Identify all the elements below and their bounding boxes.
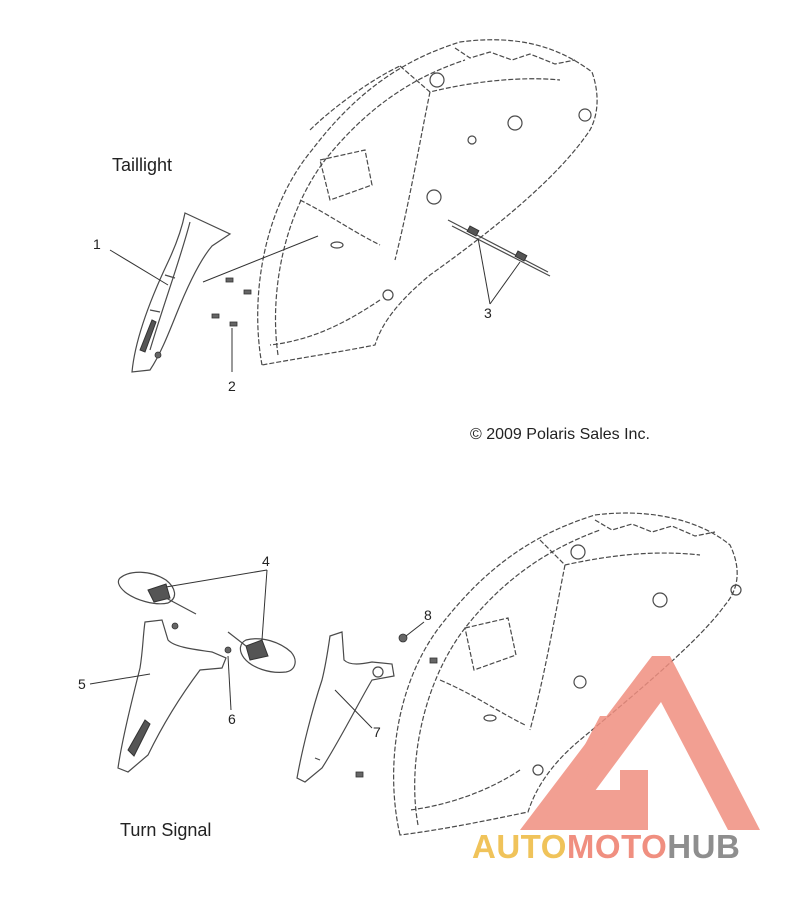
- mounting-bolts: [355, 633, 438, 778]
- callout-2: 2: [228, 378, 236, 394]
- leader-lines-bottom: [89, 569, 425, 729]
- taillight-nuts: [211, 277, 252, 327]
- taillight-lens: [131, 212, 232, 373]
- leader-lines-top: [109, 235, 521, 372]
- turn-signal-section-title: Turn Signal: [120, 820, 212, 840]
- harness-connectors: [447, 219, 551, 277]
- copyright-notice: © 2009 Polaris Sales Inc.: [470, 426, 650, 443]
- callout-6: 6: [228, 711, 236, 727]
- watermark-hub: HUB: [667, 828, 741, 865]
- callout-8: 8: [424, 607, 432, 623]
- watermark-text: AUTOMOTOHUB: [472, 828, 740, 866]
- automotohub-logo: [520, 656, 760, 830]
- watermark-moto: MOTO: [566, 828, 668, 865]
- callout-3: 3: [484, 305, 492, 321]
- callout-7: 7: [373, 724, 381, 740]
- bracket-nut: [224, 646, 232, 654]
- turn-signal-lamps: [117, 571, 296, 673]
- left-signal-bracket: [117, 619, 227, 773]
- callout-1: 1: [93, 236, 101, 252]
- callout-5: 5: [78, 676, 86, 692]
- rear-fender-top: [257, 39, 598, 366]
- taillight-section-title: Taillight: [112, 155, 173, 175]
- callout-4: 4: [262, 553, 270, 569]
- right-signal-bracket: [296, 631, 395, 783]
- rear-fender-bottom: [393, 512, 742, 836]
- watermark-auto: AUTO: [472, 828, 567, 865]
